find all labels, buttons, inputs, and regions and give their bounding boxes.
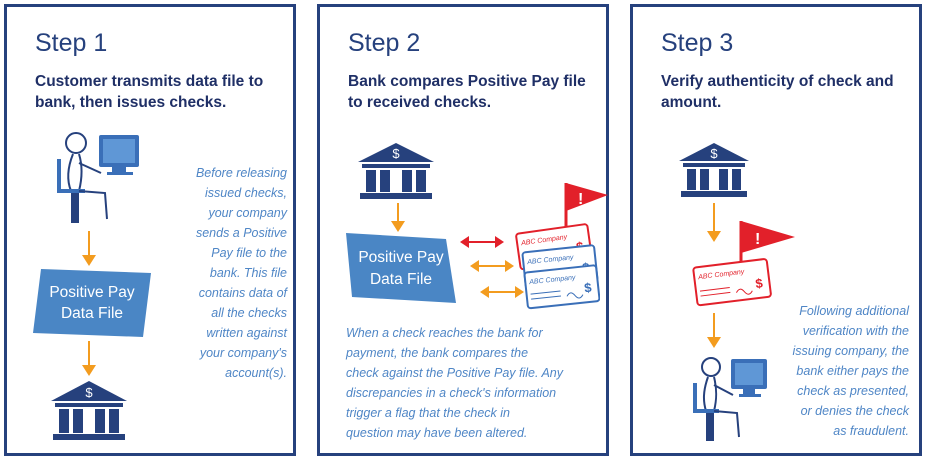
bank-icon: $ [358,143,434,199]
file-label-line2: Data File [60,305,124,322]
note-line: verification with the [802,324,909,338]
note-line: issuing company, the [792,344,910,358]
note-line: bank. This file [209,266,287,280]
note-line: question may have been altered. [346,426,528,440]
note-line: issued checks, [205,186,287,200]
note-line: check against the Positive Pay file. Any [346,366,564,380]
bank-dollar-symbol: $ [392,146,400,161]
person-at-computer-icon [57,132,139,223]
note-line: bank either pays the [796,364,909,378]
step-2-title: Step 2 [348,29,421,57]
note-line: trigger a flag that the check in [346,406,510,420]
arrow-down-icon [707,203,721,242]
check-icon: ABC Company $ [523,264,600,310]
note-line: check as presented, [797,384,909,398]
flag-symbol: ! [755,231,760,248]
step-3-note: Following additional verification with t… [783,301,910,441]
step-1-title: Step 1 [35,29,108,57]
note-line: all the checks [211,306,287,320]
step-2-subtitle: Bank compares Positive Pay file to recei… [348,73,586,111]
positive-pay-file-icon: Positive Pay Data File [346,233,456,303]
step-2-note: When a check reaches the bank for paymen… [346,323,606,443]
step-3-title: Step 3 [661,29,734,57]
check-symbol: $ [583,280,593,296]
note-line: discrepancies in a check's information [346,386,557,400]
step-3-panel: Step 3 Verify authenticity of check and … [630,4,922,456]
double-arrow-icon [480,286,524,298]
step-3-subtitle: Verify authenticity of check and amount. [661,73,894,111]
note-line: Before releasing [195,166,287,180]
bank-dollar-symbol: $ [710,146,718,161]
note-line: or denies the check [800,404,909,418]
file-label-line1: Positive Pay [358,249,444,266]
step-1-subtitle: Customer transmits data file to bank, th… [35,73,264,111]
double-arrow-icon [470,260,514,272]
note-line: Following additional [799,304,909,318]
double-arrow-icon [460,236,504,248]
step-1-panel: Step 1 Customer transmits data file to b… [4,4,296,456]
note-line: your company's [199,346,287,360]
check-label: ABC Company [528,274,576,286]
arrow-down-icon [391,203,405,232]
file-label-line2: Data File [369,271,433,288]
arrow-down-icon [707,313,721,348]
note-line: payment, the bank compares the [346,346,529,360]
step-2-panel: Step 2 Bank compares Positive Pay file t… [317,4,609,456]
bank-dollar-symbol: $ [85,385,93,400]
step-1-note: Before releasing issued checks, your com… [177,163,287,383]
note-line: contains data of [198,286,287,300]
flag-icon: ! [564,183,608,233]
bank-icon: $ [679,143,749,197]
note-line: When a check reaches the bank for [346,326,543,340]
flag-symbol: ! [578,191,583,208]
positive-pay-file-icon: Positive Pay Data File [33,269,151,337]
file-label-line1: Positive Pay [49,284,135,301]
note-line: account(s). [225,366,287,380]
arrow-down-icon [82,341,96,376]
arrow-down-icon [82,231,96,266]
note-line: Pay file to the [211,246,287,260]
person-at-computer-icon [693,357,767,441]
check-symbol: $ [755,275,765,291]
check-label: ABC Company [526,254,574,266]
note-line: written against [206,326,287,340]
note-line: sends a Positive [195,226,287,240]
check-icon: ABC Company $ [692,258,772,307]
note-line: as fraudulent. [833,424,909,438]
note-line: your company [208,206,287,220]
check-stack: ABC Company $ ABC Company $ ABC Company … [515,223,600,310]
bank-icon: $ [51,381,127,441]
